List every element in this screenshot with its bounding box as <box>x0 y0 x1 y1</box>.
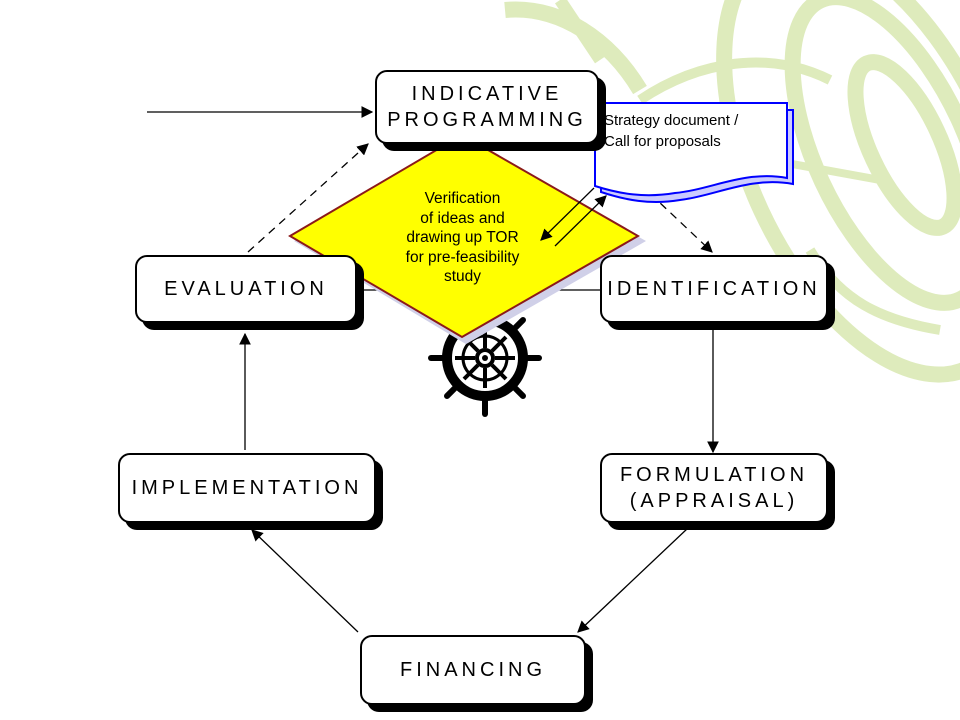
verification-text: Verification of ideas and drawing up TOR… <box>380 189 545 287</box>
implementation-box: IMPLEMENTATION <box>118 453 376 523</box>
financing-box: FINANCING <box>360 635 586 705</box>
strategy-document-shape <box>594 102 794 203</box>
identification-label: IDENTIFICATION <box>607 278 821 300</box>
verification-line: of ideas and <box>420 209 505 227</box>
formulation-to-financing-arrow <box>577 527 689 633</box>
evaluation-box: EVALUATION <box>135 255 357 323</box>
verification-line: Verification <box>424 190 501 207</box>
financing-to-implementation-arrow <box>251 529 359 633</box>
implementation-label: IMPLEMENTATION <box>131 477 363 499</box>
diamond-to-document-arrow <box>554 195 607 247</box>
strategy-document-line2: Call for proposals <box>604 133 721 150</box>
verification-line: for pre-feasibility <box>405 248 520 266</box>
formulation-line2: (APPRAISAL) <box>629 490 799 512</box>
indicative-programming-box: INDICATIVE PROGRAMMING <box>375 70 599 144</box>
financing-label: FINANCING <box>400 659 546 681</box>
identification-box: IDENTIFICATION <box>600 255 828 323</box>
evaluation-label: EVALUATION <box>164 278 328 300</box>
formulation-line1: FORMULATION <box>619 464 809 486</box>
document-to-diamond-arrow <box>540 187 595 241</box>
strategy-document-line1: Strategy document / <box>604 112 739 129</box>
indicative-programming-line2: PROGRAMMING <box>387 109 587 131</box>
formulation-box: FORMULATION (APPRAISAL) <box>600 453 828 523</box>
indicative-programming-line1: INDICATIVE <box>411 83 563 105</box>
verification-line: study <box>443 268 482 285</box>
verification-line: drawing up TOR <box>406 229 519 246</box>
strategy-document-text: Strategy document / Call for proposals <box>604 110 774 152</box>
